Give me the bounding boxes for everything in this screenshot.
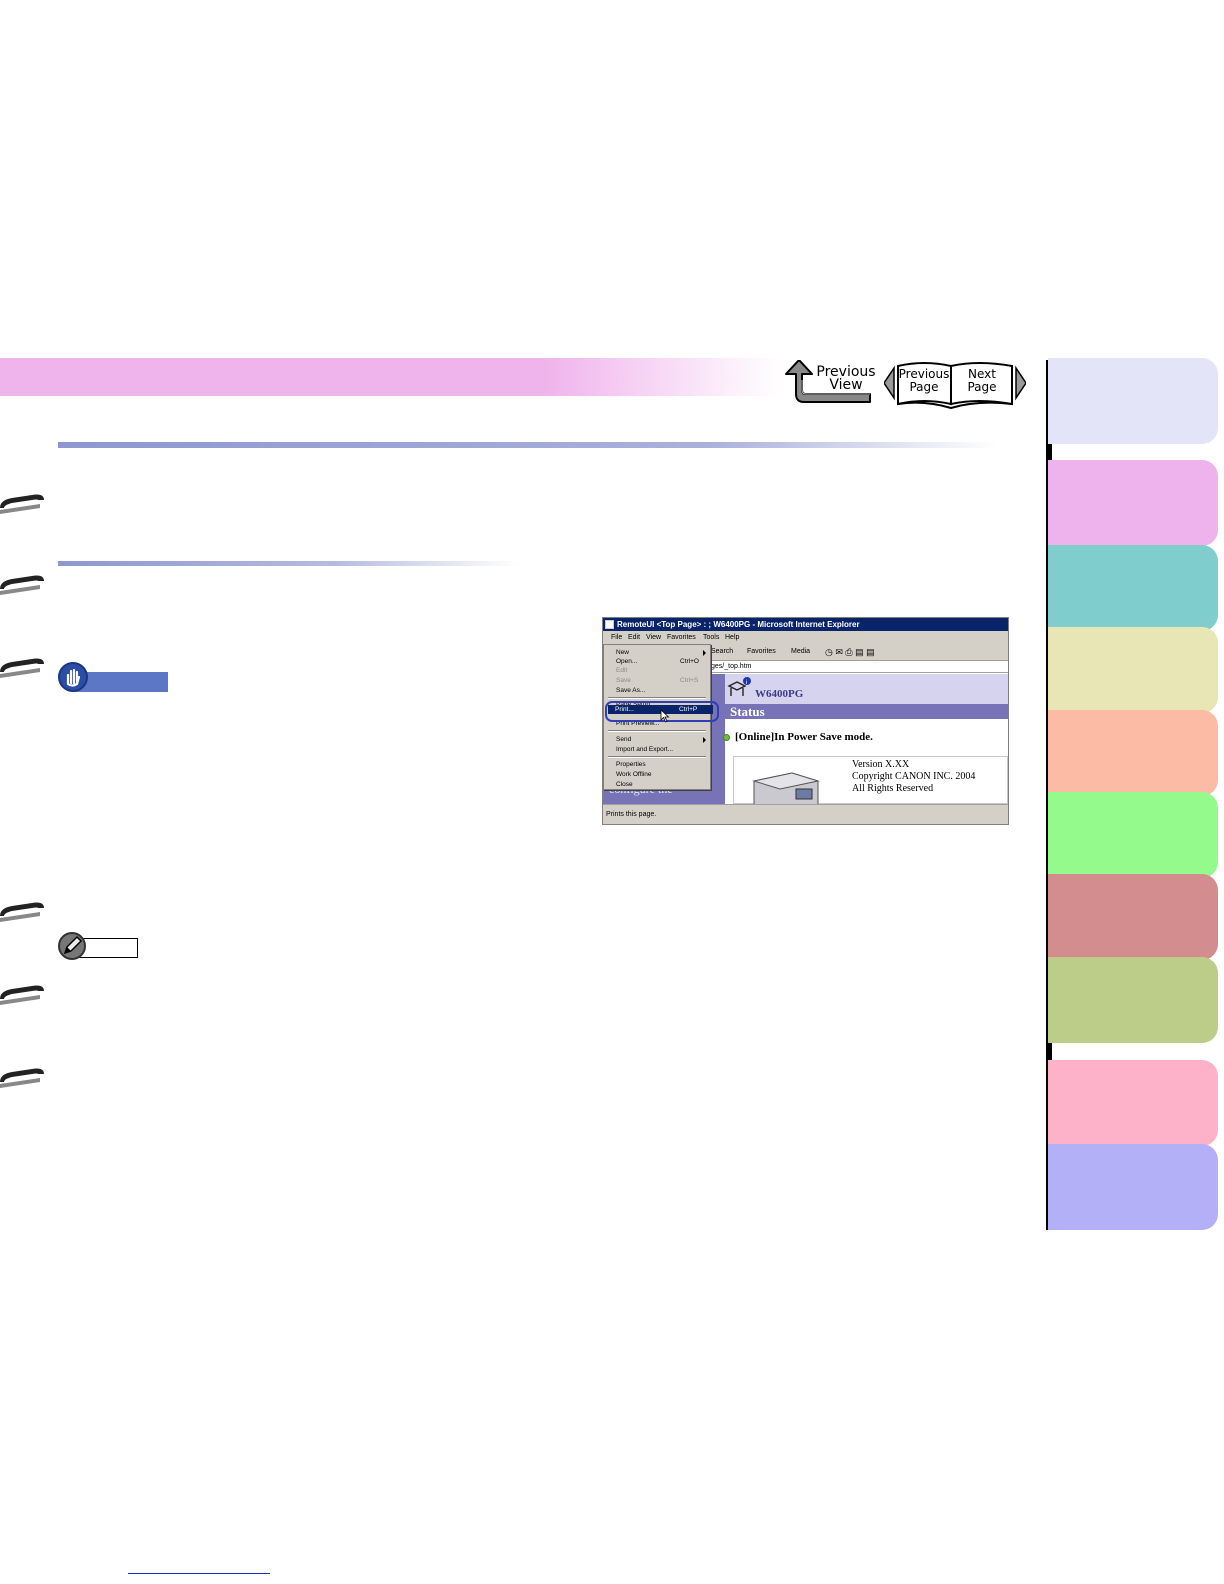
menu-item-save-as[interactable]: Save As... [616,687,646,694]
menu-separator [608,756,706,758]
browser-statusbar: Prints this page. [603,804,1008,824]
online-indicator-icon [723,734,730,741]
browser-screenshot: RemoteUI <Top Page> : ; W6400PG - Micros… [602,617,1009,825]
menu-item-properties[interactable]: Properties [616,761,646,768]
hand-icon [58,662,88,692]
margin-hook-icon [0,575,44,595]
copyright-line: Copyright CANON INC. 2004 [852,771,976,782]
svg-text:i: i [746,680,747,686]
status-line: [Online]In Power Save mode. [723,731,873,743]
pencil-icon [58,932,86,960]
header-band [0,358,780,396]
favorites-button[interactable]: Favorites [747,648,776,655]
menu-item-send[interactable]: Send [616,736,632,743]
margin-hook-icon [0,985,44,1005]
printer-model: W6400PG [755,688,804,700]
rights-line: All Rights Reserved [852,783,934,794]
chapter-tab-9[interactable] [1048,1060,1218,1146]
version-info: Version X.XX Copyright CANON INC. 2004 A… [852,759,975,795]
chapter-tab-3[interactable] [1048,545,1218,631]
chapter-tab-10[interactable] [1048,1144,1218,1230]
section-rule [58,442,998,448]
menu-item-work-offline[interactable]: Work Offline [616,771,652,778]
chapter-tab-1[interactable] [1048,358,1218,444]
file-menu-dropdown: New Open... Ctrl+O Edit Save Ctrl+S Save… [603,644,711,790]
menu-tools[interactable]: Tools [703,634,720,641]
print-shortcut: Ctrl+P [679,706,698,713]
important-callout [58,662,170,692]
chapter-tab-6[interactable] [1048,792,1218,878]
submenu-arrow-icon [703,650,706,656]
footer-link-underline[interactable] [128,1573,270,1574]
book-icon [884,362,1026,410]
margin-hook-icon [0,658,44,678]
menu-view[interactable]: View [646,634,662,641]
menu-separator [608,730,706,732]
print-label: Print... [615,706,634,713]
margin-hook-icon [0,902,44,922]
menu-file[interactable]: File [611,634,623,641]
chapter-tab-7[interactable] [1048,874,1218,960]
chapter-tab-8[interactable] [1048,957,1218,1043]
menu-item-page-setup[interactable]: Page Setup... [616,700,655,709]
chapter-tab-2[interactable] [1048,460,1218,546]
mouse-cursor-icon [660,709,670,723]
chapter-tab-5[interactable] [1048,710,1218,796]
note-callout [58,932,142,960]
print-highlight-outline [605,701,719,722]
menu-help[interactable]: Help [725,634,740,641]
address-field[interactable]: ges/_top.htm [709,661,1008,673]
shortcut-open: Ctrl+O [680,658,699,665]
version-line: Version X.XX [852,759,910,770]
history-icon[interactable]: ◷ ✉ ⎙ ▤ ▤ [825,647,875,657]
menu-favorites[interactable]: Favorites [667,634,696,641]
menu-item-close[interactable]: Close [616,781,633,788]
menu-item-open[interactable]: Open... [616,658,638,665]
menu-item-save[interactable]: Save [616,677,631,684]
menu-edit[interactable]: Edit [628,634,641,641]
printer-image [752,772,820,805]
return-arrow-icon [785,360,871,403]
menu-item-print[interactable]: Print... Ctrl+P [608,705,713,714]
chapter-tab-4[interactable] [1048,627,1218,713]
window-title: RemoteUI <Top Page> : ; W6400PG - Micros… [603,618,1008,631]
status-heading: Status [725,704,1008,719]
menu-separator [608,697,706,699]
menu-item-import-export[interactable]: Import and Export... [616,746,674,753]
subsection-rule [58,561,518,566]
important-bar [74,672,168,692]
version-panel: Version X.XX Copyright CANON INC. 2004 A… [733,756,1008,805]
margin-hook-icon [0,1068,44,1088]
margin-hook-icon [0,494,44,514]
menu-item-print-preview[interactable]: Print Preview... [616,720,660,727]
menu-item-new[interactable]: New [616,649,630,656]
shortcut-save: Ctrl+S [680,677,699,684]
content-header [725,674,1008,704]
toolbar: Search Favorites Media ◷ ✉ ⎙ ▤ ▤ [709,644,1008,661]
status-text: [Online]In Power Save mode. [735,731,873,743]
menu-bar: File Edit View Favorites Tools Help [603,631,1008,644]
printer-info-icon: i [727,677,751,696]
search-button[interactable]: Search [711,648,734,655]
menu-item-edit[interactable]: Edit [616,667,628,674]
ie-icon [605,620,614,629]
submenu-arrow-icon [703,737,706,743]
media-button[interactable]: Media [791,648,811,655]
